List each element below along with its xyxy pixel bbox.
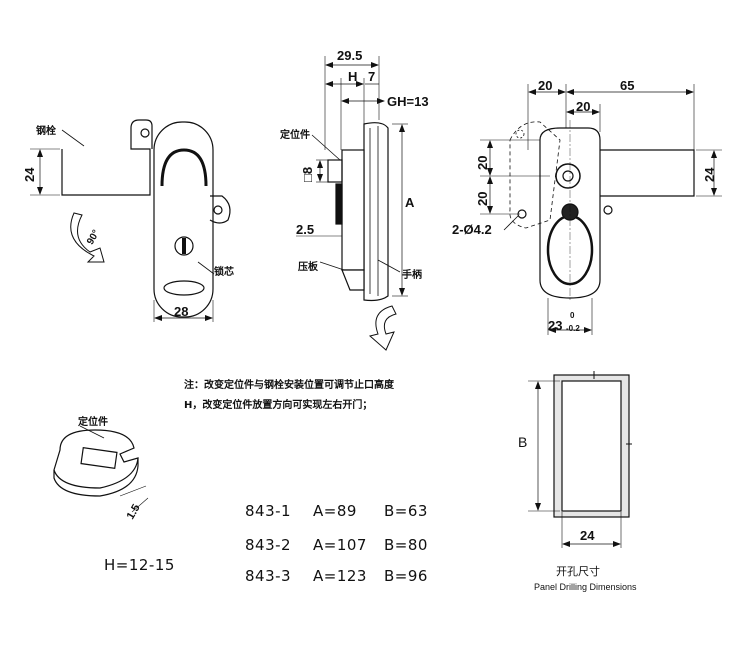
model-2-b: B=80 — [384, 536, 428, 554]
dim-side-square: □8 — [300, 166, 315, 182]
dim-front-height: 24 — [22, 167, 37, 182]
dim-side-h: H — [348, 69, 358, 84]
label-plate: 压板 — [298, 262, 318, 273]
label-locator-side: 定位件 — [280, 130, 310, 141]
dim-cutout-b: B — [518, 434, 528, 450]
dim-back-65: 65 — [620, 78, 635, 93]
note-line-2: H，改变定位件放置方向可实现左右开门； — [184, 400, 373, 411]
model-1-a: A=89 — [313, 502, 357, 520]
dim-back-20-top: 20 — [538, 78, 553, 93]
model-2-name: 843-2 — [245, 536, 292, 554]
model-1-name: 843-1 — [245, 502, 292, 520]
dim-back-23: 23 — [548, 318, 563, 333]
dim-side-a: A — [405, 195, 415, 210]
back-view — [480, 84, 722, 335]
model-1-b: B=63 — [384, 502, 428, 520]
front-view — [30, 119, 231, 322]
dim-back-20-mid: 20 — [576, 99, 591, 114]
tol-lower: -0.2 — [566, 324, 580, 333]
locator-detail — [53, 425, 149, 513]
model-2-a: A=107 — [313, 536, 367, 554]
tol-upper: 0 — [570, 311, 575, 320]
model-3-b: B=96 — [384, 567, 428, 585]
dim-side-gh: GH=13 — [387, 94, 429, 109]
label-locator-detail: 定位件 — [78, 417, 108, 428]
dim-side-total: 29.5 — [337, 48, 363, 63]
model-3-name: 843-3 — [245, 567, 292, 585]
dim-back-20-v2: 20 — [475, 191, 490, 206]
dim-back-24: 24 — [702, 167, 717, 182]
dim-back-holes: 2-Ø4.2 — [452, 222, 492, 237]
dim-side-7: 7 — [368, 69, 376, 84]
cutout-drawing — [528, 371, 632, 548]
dim-side-25: 2.5 — [296, 222, 315, 237]
note-line-1: 注：改变定位件与钢栓安装位置可调节止口高度 — [184, 380, 394, 391]
label-handle: 手柄 — [402, 270, 422, 281]
dim-front-width: 28 — [174, 304, 189, 319]
label-lock-core: 锁芯 — [214, 267, 234, 278]
side-view — [296, 56, 408, 351]
dim-back-20-v1: 20 — [475, 155, 490, 170]
cutout-title-en: Panel Drilling Dimensions — [534, 582, 637, 592]
h-range: H=12-15 — [104, 556, 175, 574]
cutout-title-cn: 开孔尺寸 — [556, 565, 600, 578]
dim-cutout-24: 24 — [580, 528, 595, 543]
model-3-a: A=123 — [313, 567, 367, 585]
label-bolt: 钢栓 — [36, 126, 56, 137]
